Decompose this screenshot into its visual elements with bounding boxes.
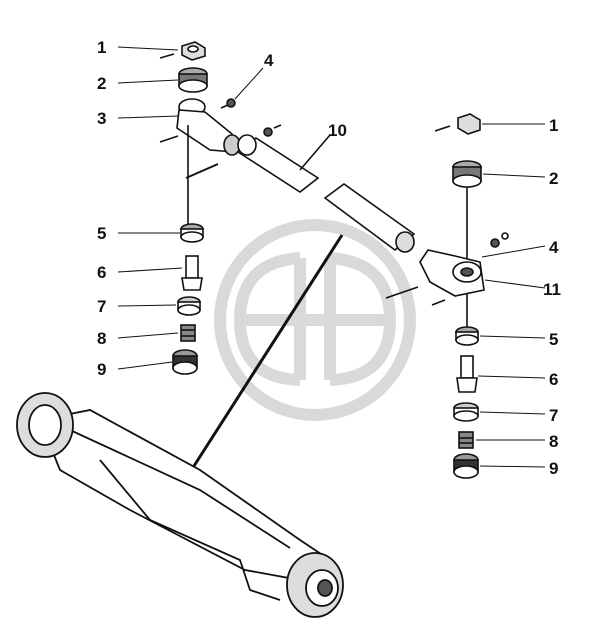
center-callout-10: 10: [328, 121, 347, 140]
left-part-9-nut: [172, 349, 198, 375]
center-part-10-tube: [236, 134, 416, 253]
right-part-1-nut: [434, 113, 481, 135]
left-callout-9: 9: [97, 360, 106, 379]
left-callout-6: 6: [97, 263, 106, 282]
right-part-2-boot: [452, 160, 482, 330]
right-callout-1: 1: [549, 116, 558, 135]
right-callout-5: 5: [549, 330, 558, 349]
right-part-7-seal: [453, 402, 479, 422]
right-callout-6: 6: [549, 370, 558, 389]
left-callouts: 1 2 3 4 5 6 7 8 9: [97, 38, 274, 379]
left-part-1-nut: [159, 41, 206, 61]
right-part-11-tie-rod-end: [385, 232, 509, 306]
callout-leaders: [117, 46, 546, 468]
left-part-6-ball-stud: [181, 255, 203, 291]
right-callouts: 1 2 11 4 5 6 7 8 9: [543, 116, 561, 478]
right-callout-4: 4: [549, 238, 559, 257]
left-callout-4: 4: [264, 51, 274, 70]
left-callout-3: 3: [97, 109, 106, 128]
right-callout-2: 2: [549, 169, 558, 188]
right-part-group: [385, 113, 509, 479]
watermark-logo: [214, 219, 416, 421]
left-part-3-tie-rod-end: [159, 98, 241, 225]
right-callout-9: 9: [549, 459, 558, 478]
left-part-8-spring: [180, 324, 196, 342]
left-part-5-collar: [180, 223, 204, 243]
front-axle: [16, 234, 344, 618]
left-part-4-grease-fittings: [185, 98, 282, 179]
right-part-8-spring: [458, 431, 474, 449]
right-callout-8: 8: [549, 432, 558, 451]
left-callout-7: 7: [97, 297, 106, 316]
right-callout-11: 11: [543, 280, 561, 299]
right-part-9-nut: [453, 453, 479, 479]
left-part-7-seal: [177, 296, 201, 316]
left-callout-8: 8: [97, 329, 106, 348]
right-callout-7: 7: [549, 406, 558, 425]
right-part-6-ball-stud: [456, 355, 478, 393]
left-part-group: [159, 41, 282, 375]
left-callout-5: 5: [97, 224, 106, 243]
right-part-5-collar: [455, 326, 479, 346]
left-part-2-boot: [178, 67, 208, 93]
left-callout-2: 2: [97, 74, 106, 93]
left-callout-1: 1: [97, 38, 106, 57]
